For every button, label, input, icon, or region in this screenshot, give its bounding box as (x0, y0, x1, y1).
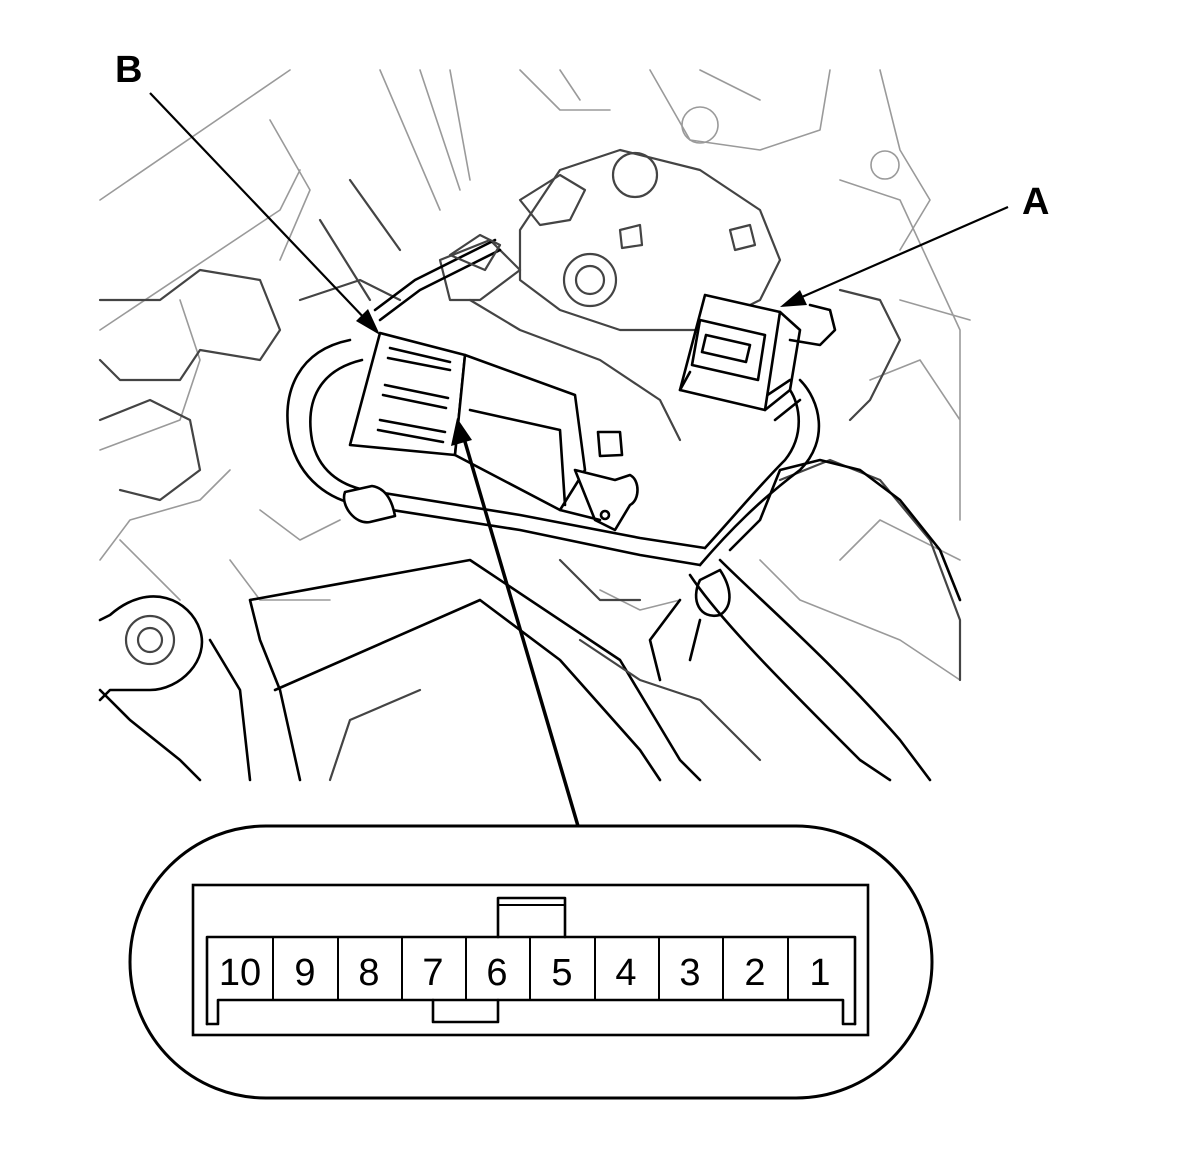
pin-number: 4 (615, 952, 636, 994)
pin-number: 9 (294, 952, 315, 994)
callout-a-label: A (1022, 181, 1049, 223)
pin-number: 7 (422, 952, 443, 994)
pin-number: 10 (219, 952, 261, 994)
engine-bay-structure (98, 148, 962, 682)
connector-b (348, 331, 639, 532)
pin-number: 3 (679, 952, 700, 994)
pin-number: 1 (809, 952, 830, 994)
pin-number: 2 (744, 952, 765, 994)
pin-separators (272, 937, 789, 1000)
round-bracket (98, 595, 252, 782)
leader-pinout (451, 418, 580, 827)
callout-b-label: B (115, 49, 142, 91)
leader-b (149, 92, 380, 335)
connector-a (678, 293, 837, 412)
leader-a (780, 205, 1009, 307)
arrowhead-a (780, 290, 807, 307)
arrowhead-pinout (451, 418, 472, 446)
pinout-inset: 10 9 8 7 6 5 4 3 2 1 (128, 824, 934, 1100)
pin-number: 8 (358, 952, 379, 994)
wire-harness (286, 233, 962, 782)
engine-bay-background (99, 69, 971, 681)
pin-number: 5 (551, 952, 572, 994)
arrowhead-b (356, 309, 380, 335)
lower-housing (248, 558, 762, 782)
pin-number: 6 (486, 952, 507, 994)
